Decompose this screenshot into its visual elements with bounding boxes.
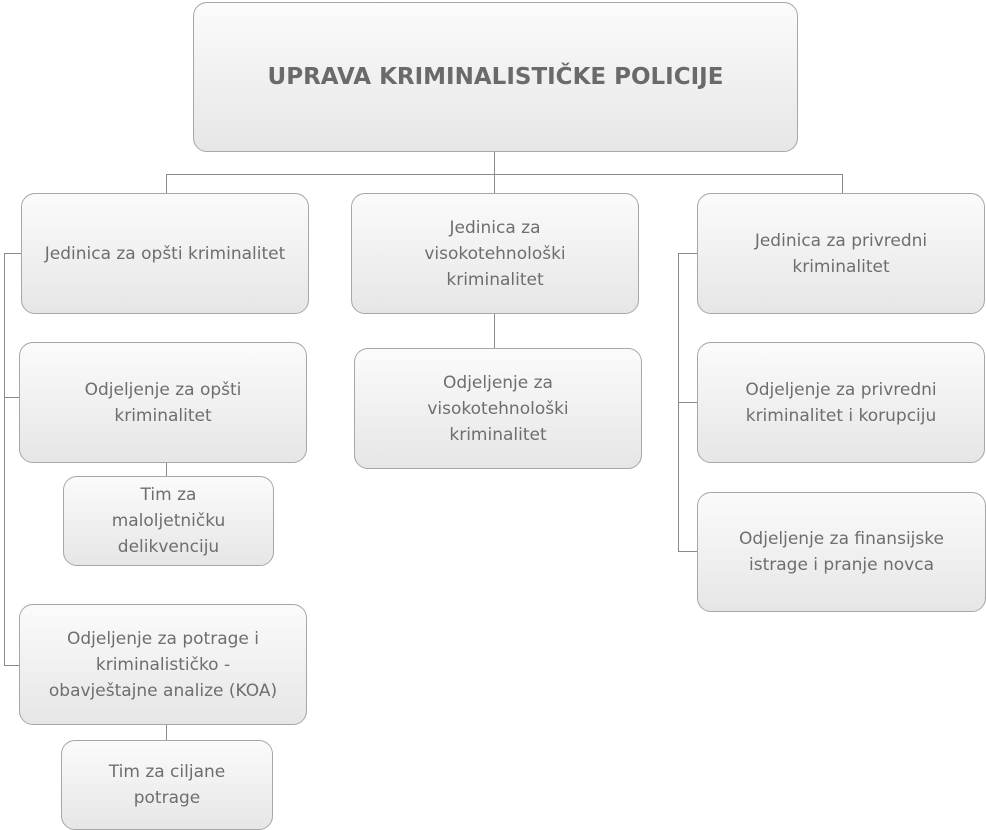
dept-general-crime: Odjeljenje za opšti kriminalitet (19, 342, 307, 463)
dept-economic-corruption: Odjeljenje za privredni kriminalitet i k… (697, 342, 985, 463)
unit-economic-crime: Jedinica za privredni kriminalitet (697, 193, 985, 314)
unit-hightech-crime: Jedinica za visokotehnološki kriminalite… (351, 193, 639, 314)
root-node: UPRAVA KRIMINALISTIČKE POLICIJE (193, 2, 798, 152)
connector (4, 253, 21, 254)
unit-general-crime: Jedinica za opšti kriminalitet (21, 193, 309, 314)
connector (678, 402, 697, 403)
dept-financial-investigations: Odjeljenje za finansijske istrage i pran… (697, 492, 986, 612)
connector (166, 174, 167, 193)
connector (842, 174, 843, 193)
connector (494, 174, 495, 193)
dept-hightech-crime: Odjeljenje za visokotehnološki kriminali… (354, 348, 642, 469)
dept-search-analysis: Odjeljenje za potrage i kriminalističko … (19, 604, 307, 725)
connector (4, 253, 5, 665)
connector (678, 551, 697, 552)
team-targeted-search: Tim za ciljane potrage (61, 740, 273, 830)
connector (494, 313, 495, 348)
connector (678, 253, 697, 254)
connector (166, 462, 167, 476)
connector (4, 665, 19, 666)
connector (494, 151, 495, 174)
team-juvenile: Tim za maloljetničku delikvenciju (63, 476, 274, 566)
connector (166, 724, 167, 740)
connector (4, 397, 19, 398)
connector (166, 174, 843, 175)
